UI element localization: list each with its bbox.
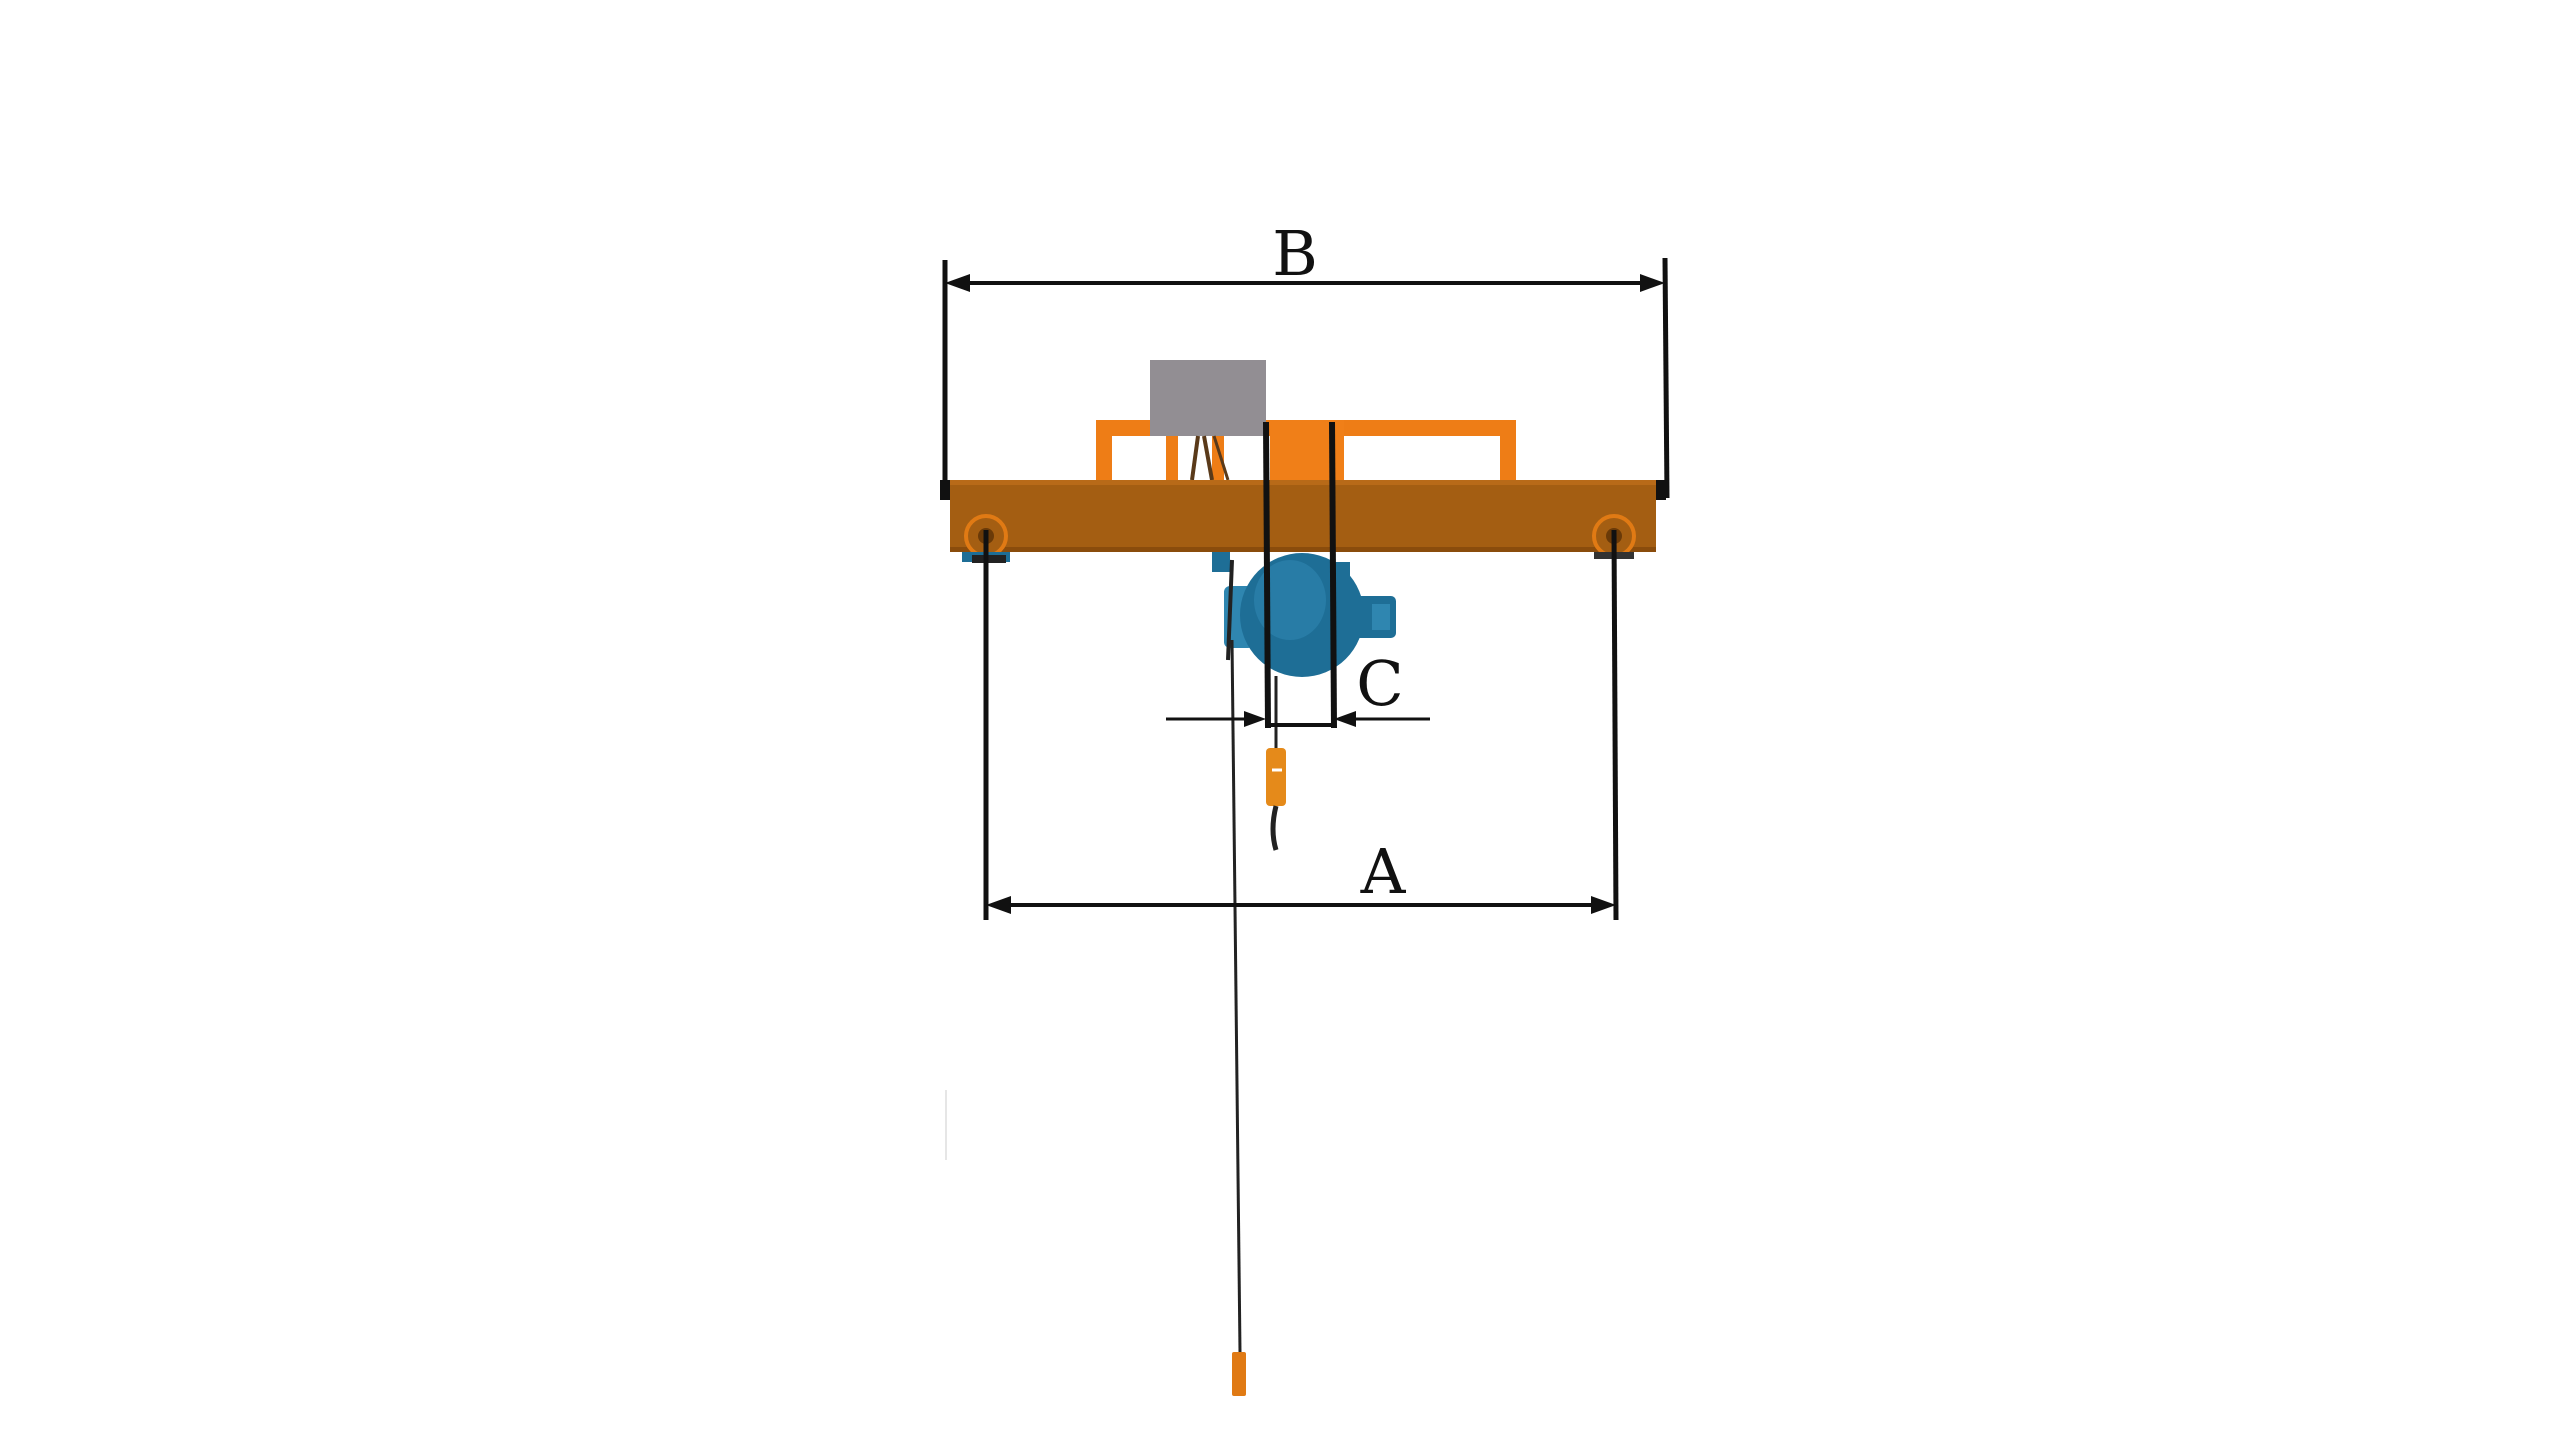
dimension-c-label: C [1356, 647, 1403, 720]
pendant-control-icon [1230, 639, 1246, 1396]
dimension-a-right-arrow [1591, 896, 1616, 914]
dimension-a: A [983, 529, 1619, 921]
dimension-c-left-arrow [1244, 711, 1266, 727]
dimension-b-right-extension [1662, 257, 1670, 499]
dimension-c: C [1166, 421, 1430, 729]
control-box [1150, 360, 1266, 481]
dimension-b: B [942, 217, 1670, 499]
dimension-b-right-arrow [1640, 274, 1665, 292]
dimension-b-label: B [1272, 217, 1318, 290]
dimension-a-right-extension [1611, 529, 1619, 921]
dimension-b-left-arrow [945, 274, 970, 292]
dimension-c-right-extension [1329, 421, 1337, 729]
dimension-c-left-extension [1263, 421, 1271, 729]
hook-block-icon [1266, 676, 1286, 851]
dimension-a-left-arrow [986, 896, 1011, 914]
dimension-c-right-arrow [1334, 711, 1356, 727]
dimension-a-label: A [1360, 835, 1407, 908]
main-girder [940, 480, 1666, 563]
